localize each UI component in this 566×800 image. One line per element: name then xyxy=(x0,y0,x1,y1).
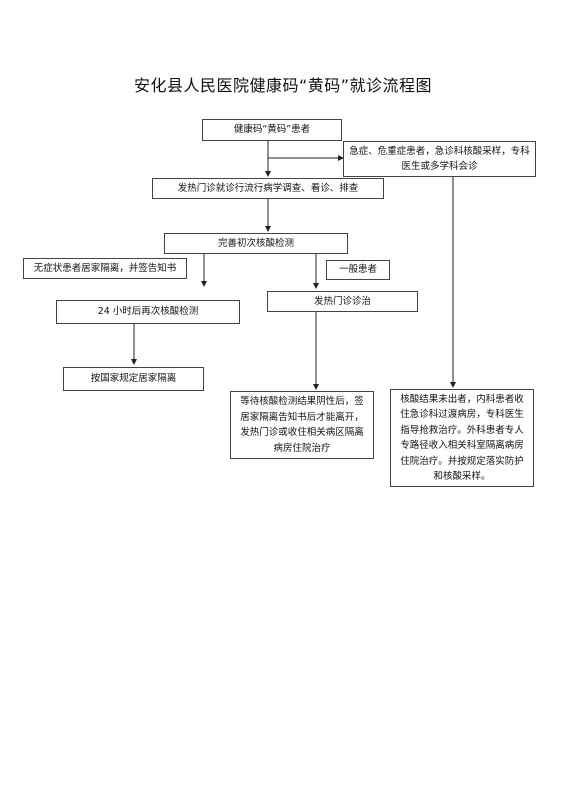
node-fever-clinic-survey: 发热门诊就诊行流行病学调查、看诊、排查 xyxy=(152,178,384,199)
node-initial-test: 完善初次核酸检测 xyxy=(164,233,348,254)
node-result-pending: 核酸结果未出者，内科患者收住急诊科过渡病房，专科医生指导抢救治疗。外科患者专人专… xyxy=(390,389,534,487)
node-emergency: 急症、危重症患者，急诊科核酸采样，专科医生或多学科会诊 xyxy=(343,141,536,177)
node-wait-result: 等待核酸检测结果阴性后，签居家隔离告知书后才能离开，发热门诊或收住相关病区隔离病… xyxy=(230,391,374,459)
page-title: 安化县人民医院健康码“黄码”就诊流程图 xyxy=(133,76,433,95)
node-patient: 健康码“黄码”患者 xyxy=(202,119,342,141)
node-home-isolation: 按国家规定居家隔离 xyxy=(63,367,204,391)
node-asymptomatic: 无症状患者居家隔离，并签告知书 xyxy=(23,258,187,279)
node-general-patient: 一般患者 xyxy=(326,260,390,280)
node-fever-clinic-treat: 发热门诊诊治 xyxy=(267,291,418,312)
node-retest-24h: 24 小时后再次核酸检测 xyxy=(56,300,240,324)
